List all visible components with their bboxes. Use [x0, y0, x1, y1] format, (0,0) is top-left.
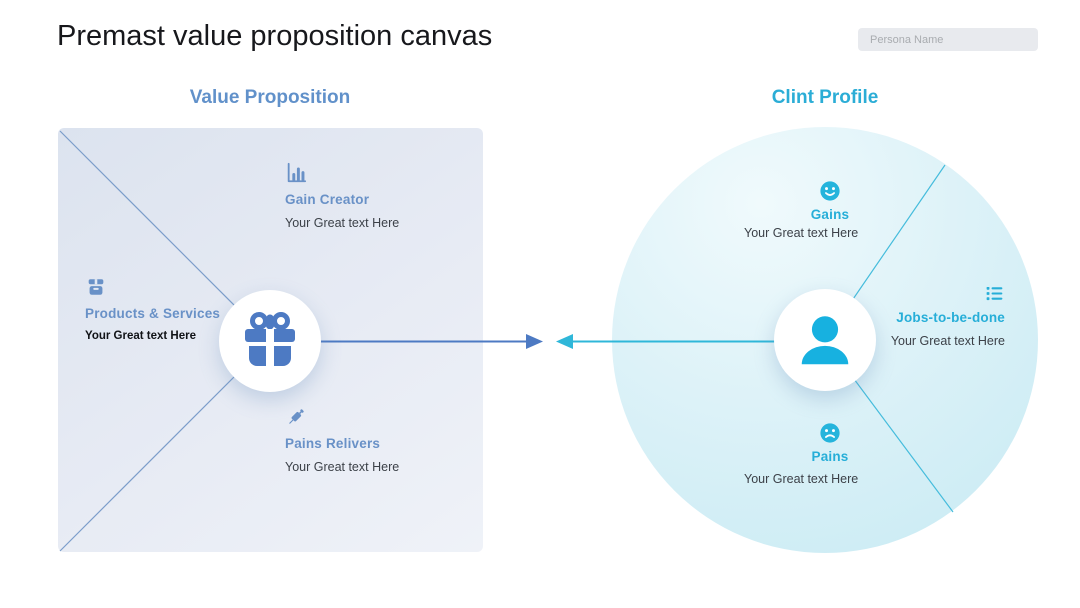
products-services-label: Products & Services: [85, 306, 221, 321]
syringe-icon: [289, 409, 304, 424]
persona-name-input[interactable]: [858, 28, 1038, 51]
list-icon: [986, 286, 1003, 301]
box-icon: [88, 279, 104, 295]
profile-center-circle: [774, 289, 876, 391]
pains-text: Your Great text Here: [744, 472, 859, 486]
jobs-to-be-done-text: Your Great text Here: [890, 334, 1005, 348]
pains-section: Pains: [790, 422, 870, 464]
jobs-to-be-done-section: Jobs-to-be-done Your Great text Here: [891, 283, 1005, 348]
gain-creator-text: Your Great text Here: [285, 216, 400, 230]
value-proposition-heading: Value Proposition: [189, 87, 351, 108]
frown-icon: [820, 423, 840, 443]
pain-relievers-section: Pains Relivers Your Great text Here: [285, 406, 399, 474]
products-services-section: Products & Services Your Great text Here: [85, 276, 220, 342]
bar-chart-icon: [287, 162, 307, 183]
gains-section: Gains: [790, 180, 870, 222]
pain-relievers-text: Your Great text Here: [285, 460, 400, 474]
smile-icon: [820, 181, 840, 201]
products-services-text: Your Great text Here: [85, 330, 196, 342]
jobs-to-be-done-label: Jobs-to-be-done: [896, 310, 1005, 325]
gift-icon: [245, 312, 295, 367]
person-icon: [801, 316, 849, 365]
client-profile-heading: Clint Profile: [771, 87, 879, 108]
gains-label: Gains: [810, 207, 850, 222]
pains-label: Pains: [811, 449, 849, 464]
gain-creator-label: Gain Creator: [285, 192, 370, 207]
page-title: Premast value proposition canvas: [57, 20, 493, 52]
gains-text: Your Great text Here: [744, 226, 859, 240]
gain-creator-section: Gain Creator Your Great text Here: [285, 162, 399, 230]
value-center-circle: [219, 290, 321, 392]
pain-relievers-label: Pains Relivers: [285, 436, 381, 451]
